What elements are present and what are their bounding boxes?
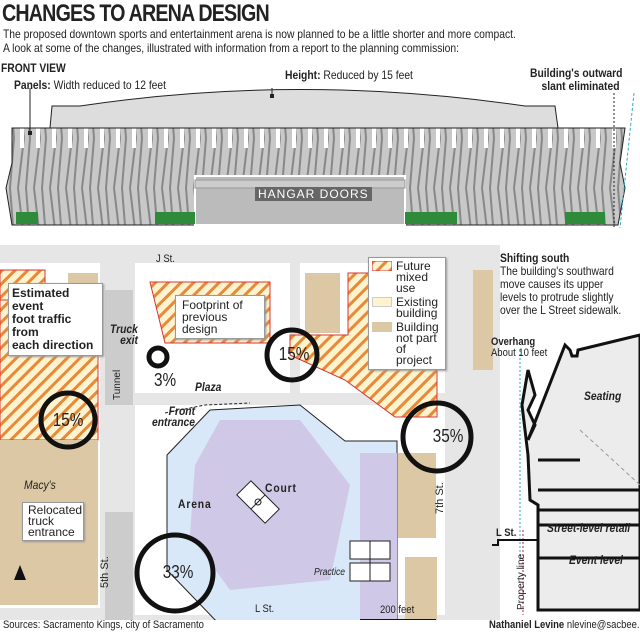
cross-section-diagram [492,333,640,615]
retail-label: Street-level retail [547,521,631,535]
seating-label: Seating [584,389,622,403]
traffic-south-value: 33% [162,562,194,582]
section-text-line: over the L Street sidewalk. [500,303,622,317]
footprint-callout-line: previous design [182,310,228,336]
north-arrow-icon [14,565,26,580]
arena-front-elevation [5,88,635,229]
traffic-east-value: 35% [432,426,464,446]
front-view-heading: FRONT VIEW [1,61,66,75]
plaza-label: Plaza [195,380,222,394]
author-email: nlevine@sacbee.com [566,619,640,631]
front-entrance-line: entrance [152,415,196,429]
legend-text: Existing [396,295,439,309]
traffic-callout-line: Estimated event [12,286,70,313]
traffic-circle-truck-exit [146,345,170,369]
practice-courts-icon [349,540,391,582]
traffic-circle-south [134,532,216,614]
traffic-truck-exit-value: 3% [153,370,177,390]
section-l-st-label: L St. [496,527,517,539]
legend-text: building [396,306,438,320]
footprint-callout-line: Footprint of [182,298,243,312]
traffic-callout-line: foot traffic from [12,312,72,339]
section-text-line: move causes its upper [500,277,604,291]
legend-swatch-hatch [372,261,392,271]
page-title: CHANGES TO ARENA DESIGN [2,0,270,27]
legend-text: Future [396,259,431,273]
street-l: L St. [255,603,275,615]
section-heading: Shifting south [500,251,570,265]
section-text-line: levels to protrude slightly [500,290,614,304]
slant-line-1: Building's outward [530,66,623,80]
traffic-callout-line: each direction [12,338,94,352]
court-label: Court [265,481,297,495]
panels-text: Width reduced to 12 feet [53,78,167,92]
truck-callout-line: entrance [28,525,75,539]
panels-label: Panels: [14,78,51,92]
legend-text: not part [396,331,437,345]
overhang-label: Overhang [491,336,536,348]
height-label: Height: [285,68,321,82]
panels-annotation: Panels: Width reduced to 12 feet [14,78,166,92]
court-icon [236,480,280,524]
event-level-label: Event level [569,553,623,567]
scale-bar [360,619,436,620]
street-j: J St. [156,253,175,265]
practice-label: Practice [314,567,346,578]
legend-text: mixed [396,270,429,284]
legend-swatch-existing [372,297,392,307]
truck-callout-line: Relocated [28,503,83,517]
sources: Sources: Sacramento Kings, city of Sacra… [3,619,204,631]
legend-text: of project [396,342,433,367]
truck-exit-line: exit [120,333,138,347]
street-7th: 7th St. [434,482,446,514]
truck-exit-line: Truck [110,322,138,336]
truck-callout-line: truck [28,514,55,528]
traffic-circle-east [400,400,474,474]
slant-line-2: slant eliminated [541,79,620,93]
height-annotation: Height: Reduced by 15 feet [285,68,413,82]
traffic-circle-north [264,327,320,383]
traffic-west-value: 15% [52,410,84,430]
legend-swatch-not-part [372,322,392,332]
subtitle-line-2: A look at some of the changes, illustrat… [3,41,460,55]
traffic-circle-west [38,390,98,450]
macys-label: Macy's [24,478,56,492]
front-entrance-line: Front [168,404,196,418]
section-text-line: The building's southward [500,264,614,278]
street-5th: 5th St. [99,556,111,588]
property-line-label: Property line [516,553,527,610]
tunnel-label: Tunnel [112,369,123,400]
author-name: Nathaniel Levine [489,619,565,631]
tunnel [105,290,133,405]
traffic-north-value: 15% [278,344,310,364]
subtitle-line-1: The proposed downtown sports and enterta… [3,27,516,41]
height-text: Reduced by 15 feet [323,68,413,82]
hangar-doors-label: HANGAR DOORS [255,187,372,201]
overhang-size: About 10 feet [491,347,548,359]
arena-label: Arena [178,497,212,511]
legend-text: use [396,281,416,295]
scale-label: 200 feet [380,604,415,616]
legend-text: Building [396,320,439,334]
byline: Nathaniel Levine nlevine@sacbee.com [489,619,640,631]
